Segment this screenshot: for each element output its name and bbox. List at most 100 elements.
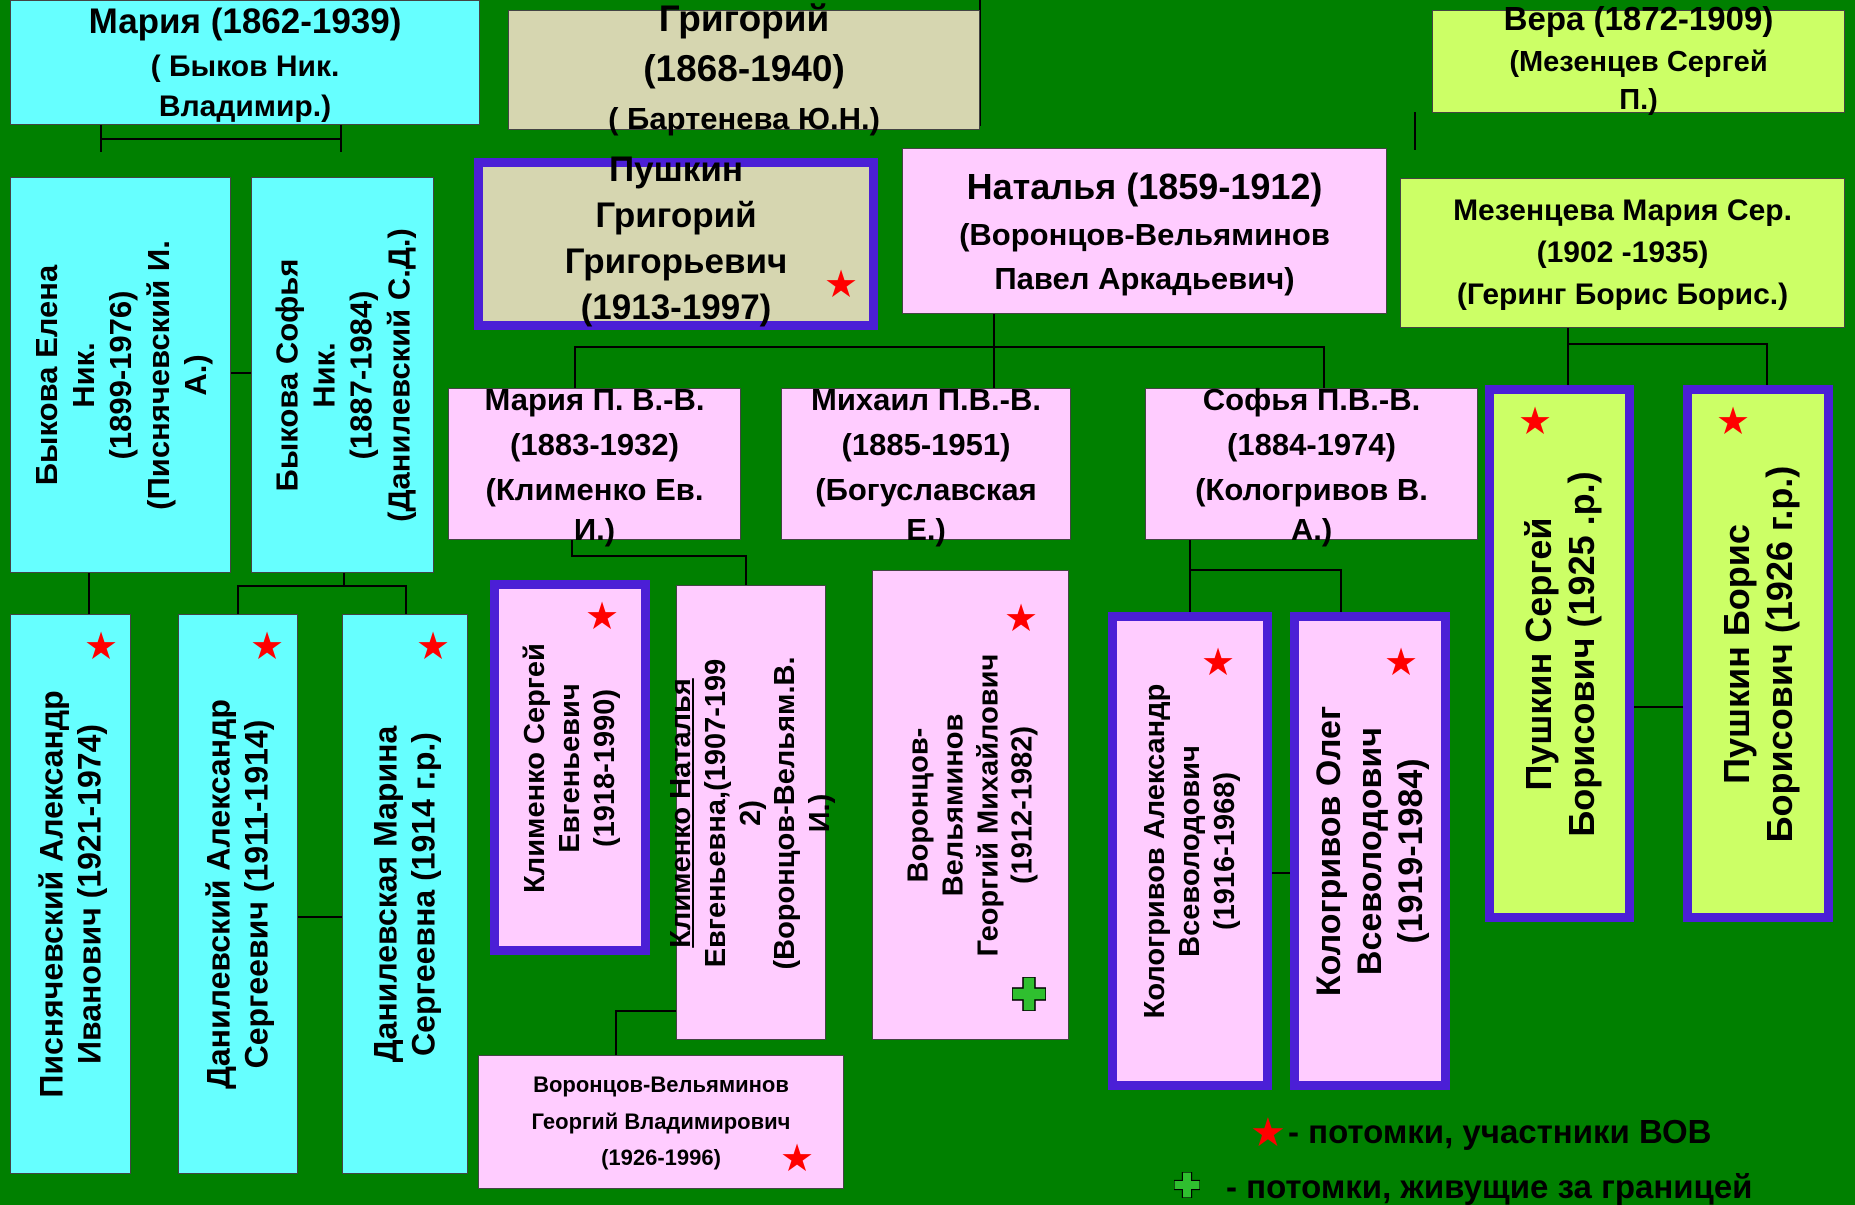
spouse-line: (Данилевский С.Д.) (380, 228, 416, 522)
connector (574, 346, 576, 390)
person-sofya-pvv[interactable]: Софья П.В.-В. (1884-1974) (Кологривов В.… (1145, 382, 1478, 547)
spouse-line: А.) (1290, 511, 1333, 547)
connector (1189, 569, 1341, 571)
person-danilevskiy-aleksandr[interactable]: Данилевский Александр Сергеевич (1911-19… (178, 614, 298, 1174)
connector (745, 555, 747, 585)
connector (100, 138, 342, 140)
veteran-star-icon: ★ (250, 626, 285, 668)
connector (615, 1010, 617, 1056)
person-pushkin-boris[interactable]: Пушкин Борис Борисович (1926 г.р.) (1683, 385, 1833, 922)
spouse-line: П.) (1619, 84, 1658, 117)
person-bykova-elena[interactable]: Быкова Елена Ник. (1899-1976) (Писнячевс… (10, 177, 231, 573)
person-mikhail-pvv[interactable]: Михаил П.В.-В. (1885-1951) (Богуславская… (781, 382, 1071, 547)
veteran-star-icon: ★ (1716, 401, 1751, 443)
person-name: Григорий (658, 0, 830, 39)
person-kologrivov-aleksandr[interactable]: Кологривов Александр Всеволодович (1916-… (1108, 612, 1272, 1090)
person-maria[interactable]: Мария (1862-1939) ( Быков Ник. Владимир.… (10, 0, 480, 125)
person-name: Пушкин Борис (1715, 523, 1757, 784)
person-name: Воронцов-Вельяминов (533, 1072, 789, 1098)
veteran-star-icon: ★ (84, 626, 119, 668)
person-name: Евгеньевич (553, 682, 586, 853)
person-name: Писнячевский Александр (33, 690, 70, 1098)
spouse-line: Павел Аркадьевич) (994, 260, 1295, 296)
connector (571, 540, 573, 556)
person-name: Евгеньевна,(1907-199 (699, 658, 732, 967)
connector (237, 585, 239, 615)
connector (1340, 569, 1342, 615)
person-pisnyachevskiy-aleksandr[interactable]: Писнячевский Александр Иванович (1921-19… (10, 614, 131, 1174)
person-bykova-sofya[interactable]: Быкова Софья Ник. (1887-1984) (Данилевск… (251, 177, 434, 573)
veteran-star-icon: ★ (824, 264, 859, 306)
legend-abroad: - потомки, живущие за границей (1226, 1168, 1753, 1205)
legend-veterans: - потомки, участники ВОВ (1288, 1113, 1712, 1150)
person-klimenko-sergey[interactable]: Клименко Сергей Евгеньевич (1918-1990) (490, 580, 650, 955)
person-maria-pvv[interactable]: Мария П. В.-В. (1883-1932) (Клименко Ев.… (448, 382, 741, 547)
veteran-star-icon: ★ (780, 1138, 815, 1180)
person-vera[interactable]: Вера (1872-1909) (Мезенцев Сергей П.) (1432, 0, 1845, 116)
person-vorontsov-georgiy-mikhailovich[interactable]: Воронцов- Вельяминов Георгий Михайлович … (872, 570, 1069, 1040)
person-name: Борисович (1926 г.р.) (1759, 465, 1800, 842)
person-dates: (1926-1996) (601, 1145, 721, 1171)
spouse-line: Е.) (906, 511, 946, 547)
person-dates: (1868-1940) (643, 48, 845, 90)
person-name: Георгий Михайлович (971, 653, 1004, 957)
spouse-line: Владимир.) (158, 89, 332, 123)
connector (343, 572, 345, 586)
spouse-line: (Богуславская (815, 472, 1037, 508)
connector (1567, 343, 1767, 345)
person-name: Ник. (306, 342, 342, 408)
connector (1189, 569, 1191, 615)
person-name: Григорьевич (564, 242, 788, 281)
connector (571, 555, 746, 557)
connector (298, 916, 342, 918)
person-natalya[interactable]: Наталья (1859-1912) (Воронцов-Вельяминов… (902, 148, 1387, 314)
person-dates: (1902 -1935) (1536, 236, 1709, 269)
person-dates: (1916-1968) (1208, 772, 1241, 930)
person-name: Вельяминов (936, 713, 969, 897)
person-name: Воронцов- (901, 727, 934, 883)
connector (979, 0, 981, 126)
spouse-line: ( Быков Ник. (150, 49, 340, 83)
person-kologrivov-oleg[interactable]: Кологривов Олег Всеволодович (1919-1984) (1290, 612, 1450, 1090)
spouse-line: (Клименко Ев. (485, 472, 704, 508)
person-dates: (1885-1951) (841, 427, 1011, 463)
spouse-line: (Геринг Борис Борис.) (1456, 278, 1789, 311)
person-name: Мария (1862-1939) (88, 1, 402, 41)
person-pushkin-sergey[interactable]: Пушкин Сергей Борисович (1925 .р.) (1485, 385, 1634, 922)
person-name: Пушкин (609, 150, 743, 189)
person-name: Григорий (595, 196, 757, 235)
spouse-line: (Воронцов-Вельяминов (959, 217, 1330, 253)
person-klimenko-natalya[interactable]: Клименко Наталья Евгеньевна,(1907-199 2)… (665, 585, 836, 1040)
person-name: Клименко Сергей (518, 642, 551, 893)
veteran-star-icon: ★ (1201, 642, 1236, 684)
person-name: Всеволодович (1173, 745, 1206, 957)
person-name: Кологривов Олег (1309, 705, 1348, 997)
person-dates: (1919-1984) (1391, 758, 1430, 944)
person-name: Мария П. В.-В. (484, 382, 705, 417)
connector (88, 572, 90, 614)
veteran-star-icon: ★ (585, 596, 620, 638)
person-name: Всеволодович (1350, 726, 1389, 976)
connector (1414, 112, 1416, 150)
person-mezentseva-maria[interactable]: Мезенцева Мария Сер. (1902 -1935) (Герин… (1400, 178, 1845, 328)
spouse-line: И.) (804, 793, 837, 832)
connector (993, 346, 995, 390)
person-dates: 2) (734, 799, 767, 826)
connector (1766, 343, 1768, 385)
person-danilevskaya-marina[interactable]: Данилевская Марина Сергеевна (1914 г.р.) (342, 614, 468, 1174)
person-dates: (1918-1990) (588, 688, 621, 847)
connector (237, 585, 406, 587)
person-name: Иванович (1921-1974) (71, 723, 108, 1065)
person-vorontsov-georgiy-vladimirovich[interactable]: Воронцов-Вельяминов Георгий Владимирович… (478, 1055, 844, 1189)
person-name: Данилевская Марина (367, 725, 404, 1063)
spouse-line: (Мезенцев Сергей (1509, 45, 1768, 78)
connector (1189, 540, 1191, 570)
person-name: Данилевский Александр (200, 699, 237, 1089)
connector (230, 372, 252, 374)
person-name: Георгий Владимирович (531, 1108, 791, 1134)
person-name: Вера (1872-1909) (1503, 0, 1774, 37)
person-name: Клименко Наталья (665, 677, 698, 948)
person-grigoriy[interactable]: Григорий (1868-1940) ( Бартенева Ю.Н.) (508, 0, 980, 136)
person-pushkin-grigoriy-grigorevich[interactable]: Пушкин Григорий Григорьевич (1913-1997) (474, 150, 878, 330)
spouse-line: ( Бартенева Ю.Н.) (608, 100, 880, 136)
